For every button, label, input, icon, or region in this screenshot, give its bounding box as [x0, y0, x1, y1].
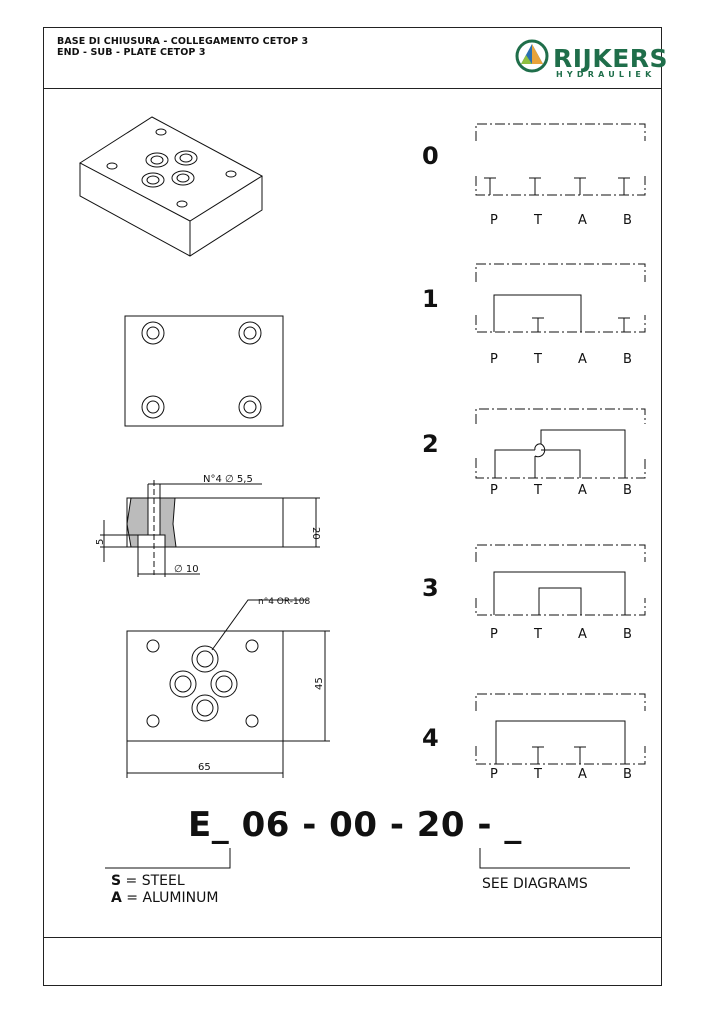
- top-view: [126, 599, 330, 778]
- diagram-1-port-b: B: [623, 352, 632, 367]
- diagram-4-port-p: P: [490, 767, 498, 782]
- bottom-view: [124, 315, 284, 427]
- length-dimension: 45: [314, 677, 325, 690]
- title-italian: BASE DI CHIUSURA - COLLEGAMENTO CETOP 3: [57, 36, 309, 47]
- material-key: S: [111, 873, 122, 889]
- depth-dimension: 5: [95, 539, 106, 545]
- diagram-2-port-b: B: [623, 483, 632, 498]
- diagram-0-symbol: [475, 123, 646, 196]
- diagram-3-port-p: P: [490, 627, 498, 642]
- diagram-3-port-t: T: [534, 627, 542, 642]
- diagram-4-port-a: A: [578, 767, 587, 782]
- drawing-frame: [43, 27, 662, 986]
- see-diagrams-note: SEE DIAGRAMS: [482, 876, 588, 892]
- footer-divider: [43, 937, 662, 938]
- material-option-steel: S = STEEL: [111, 873, 185, 889]
- diagram-4-port-t: T: [534, 767, 542, 782]
- material-text: = STEEL: [121, 873, 185, 889]
- section-view: [100, 480, 320, 577]
- title-english: END - SUB - PLATE CETOP 3: [57, 47, 206, 58]
- diagram-1-port-p: P: [490, 352, 498, 367]
- diagram-2-number: 2: [422, 430, 439, 458]
- diagram-1-port-t: T: [534, 352, 542, 367]
- header-divider: [43, 88, 662, 89]
- diagram-1-port-a: A: [578, 352, 587, 367]
- diagram-0-port-b: B: [623, 213, 632, 228]
- code-leaders: [105, 848, 630, 869]
- bore-dimension: ∅ 10: [174, 564, 199, 575]
- diagram-3-number: 3: [422, 574, 439, 602]
- diagram-2-symbol: [475, 408, 646, 479]
- diagram-0-port-t: T: [534, 213, 542, 228]
- order-code: E_ 06 - 00 - 20 - _: [188, 805, 522, 845]
- brand-name: RIJKERS: [553, 44, 669, 73]
- height-dimension: 20: [310, 527, 321, 540]
- diagram-0-port-p: P: [490, 213, 498, 228]
- diagram-3-port-a: A: [578, 627, 587, 642]
- oring-callout: n°4 OR-108: [258, 597, 310, 607]
- diagram-3-symbol: [475, 544, 646, 616]
- material-text: = ALUMINUM: [121, 890, 219, 906]
- diagram-2-port-t: T: [534, 483, 542, 498]
- diagram-2-port-p: P: [490, 483, 498, 498]
- brand-subtitle: HYDRAULIEK: [556, 70, 656, 79]
- diagram-0-port-a: A: [578, 213, 587, 228]
- diagram-4-symbol: [475, 693, 646, 765]
- material-option-aluminum: A = ALUMINUM: [111, 890, 218, 906]
- diagram-1-symbol: [475, 263, 646, 333]
- material-key: A: [111, 890, 122, 906]
- diagram-1-number: 1: [422, 285, 439, 313]
- diagram-4-number: 4: [422, 724, 439, 752]
- width-dimension: 65: [198, 762, 211, 773]
- diagram-2-port-a: A: [578, 483, 587, 498]
- diagram-0-number: 0: [422, 142, 439, 170]
- diagram-4-port-b: B: [623, 767, 632, 782]
- diagram-3-port-b: B: [623, 627, 632, 642]
- hole-callout: N°4 ∅ 5,5: [203, 474, 253, 485]
- isometric-view: [79, 116, 263, 257]
